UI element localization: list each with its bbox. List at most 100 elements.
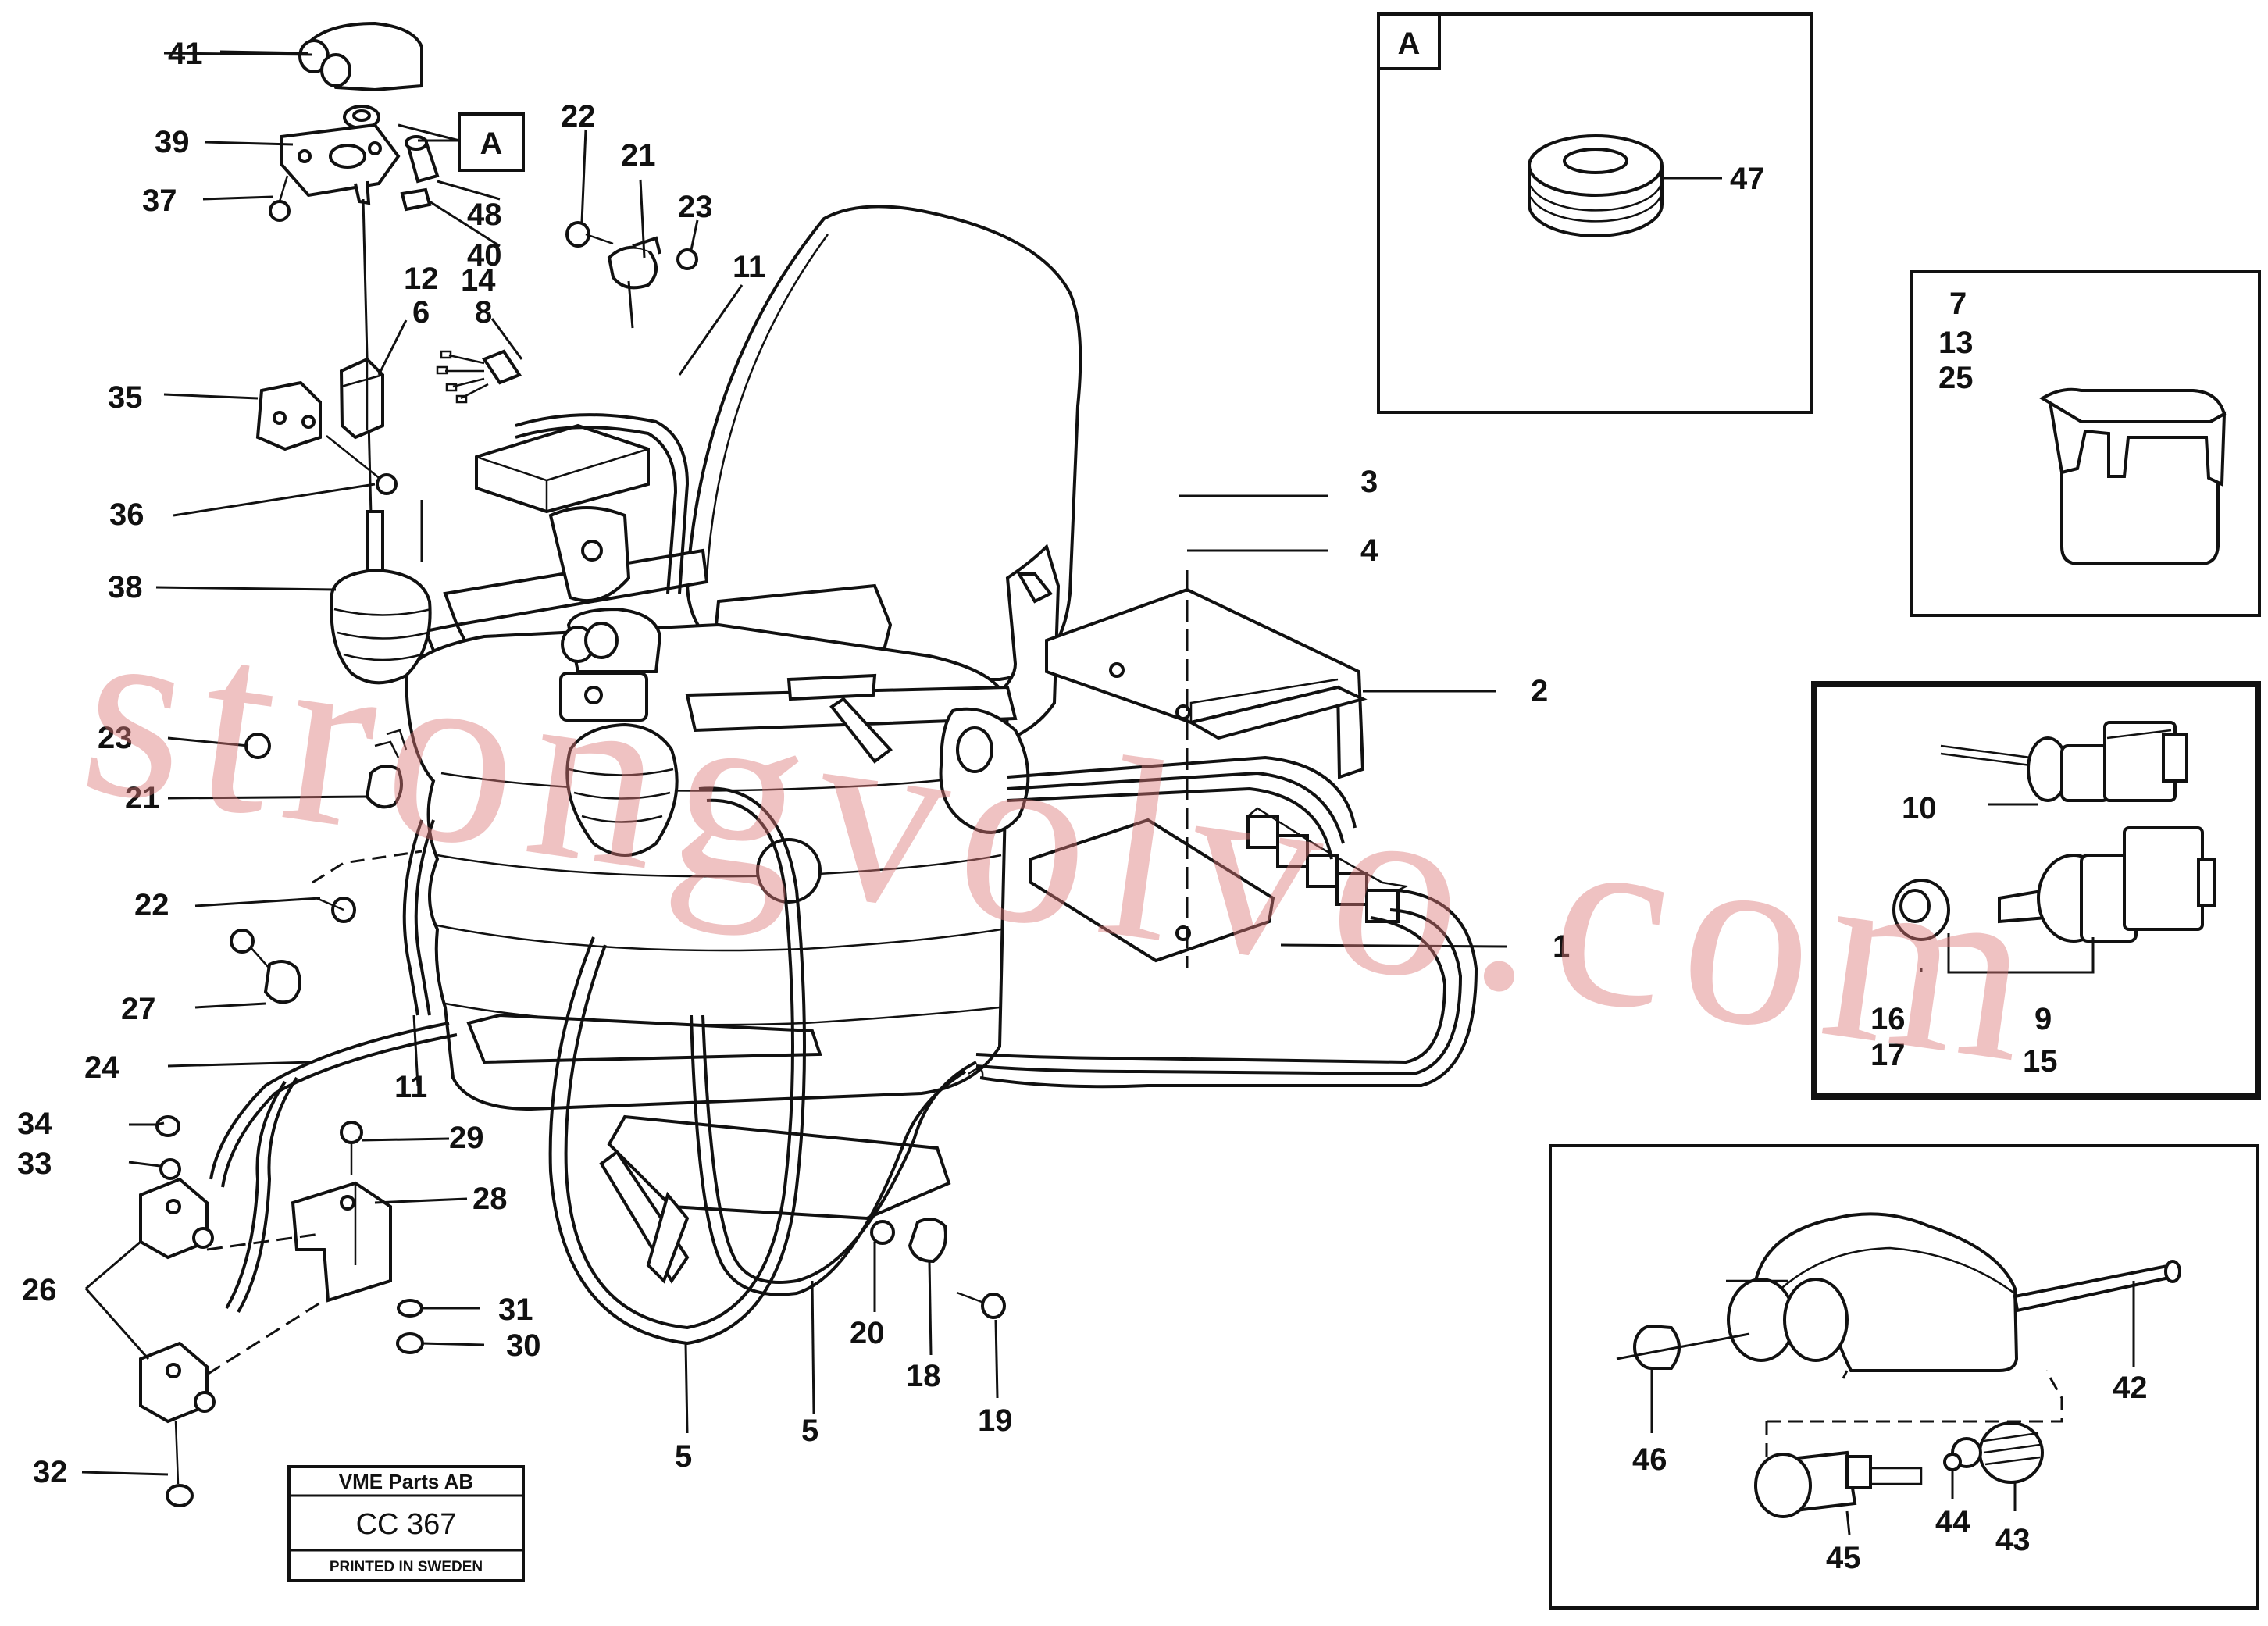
part-label-9: 9 bbox=[2034, 1002, 2052, 1036]
seat-base bbox=[466, 1013, 822, 1064]
inset-a-tag-box bbox=[1377, 12, 1441, 70]
part-label-22-mid: 22 bbox=[134, 888, 169, 922]
bolt-22-mid bbox=[316, 897, 356, 923]
rotary-switch-9 bbox=[1892, 826, 2216, 943]
part-label-37: 37 bbox=[142, 184, 177, 218]
part-label-36: 36 bbox=[109, 497, 144, 532]
title-block-printed: PRINTED IN SWEDEN bbox=[330, 1559, 483, 1575]
seat-assembly bbox=[404, 205, 1082, 1284]
title-block-company: VME Parts AB bbox=[339, 1470, 473, 1493]
part-label-34: 34 bbox=[17, 1107, 52, 1141]
part-label-14: 14 bbox=[461, 263, 496, 298]
sleeve-48 bbox=[405, 135, 440, 184]
part-label-3: 3 bbox=[1360, 465, 1378, 499]
part-labels: 1 2 3 4 5 5 6 7 8 9 10 11 11 12 13 14 15… bbox=[17, 37, 2148, 1575]
part-label-5-left: 5 bbox=[675, 1439, 692, 1474]
left-joystick-exploded bbox=[255, 21, 698, 685]
screw-19 bbox=[956, 1291, 1006, 1319]
part-label-21-top: 21 bbox=[621, 138, 656, 173]
part-label-22-top: 22 bbox=[561, 99, 596, 134]
part-label-11-bottom: 11 bbox=[394, 1070, 427, 1104]
clamp-21-mid bbox=[365, 729, 408, 809]
handle-41 bbox=[298, 21, 423, 92]
part-label-32: 32 bbox=[33, 1455, 68, 1489]
part-label-46: 46 bbox=[1632, 1442, 1667, 1477]
part-label-2: 2 bbox=[1531, 674, 1548, 708]
part-label-23-top: 23 bbox=[678, 190, 713, 224]
bolt-22-top bbox=[565, 221, 614, 248]
spring-40 bbox=[400, 187, 432, 212]
inset-joystick-head bbox=[1549, 1144, 2259, 1610]
screw-29 bbox=[340, 1121, 363, 1175]
part-label-30: 30 bbox=[506, 1328, 541, 1363]
clamp-27 bbox=[230, 929, 301, 1004]
part-label-47: 47 bbox=[1730, 162, 1765, 196]
part-label-26: 26 bbox=[22, 1273, 57, 1307]
part-label-6: 6 bbox=[412, 295, 430, 330]
part-label-25: 25 bbox=[1938, 361, 1974, 395]
part-label-19: 19 bbox=[978, 1403, 1013, 1438]
relay-7 bbox=[2039, 387, 2227, 565]
part-label-24: 24 bbox=[84, 1050, 119, 1085]
part-label-35: 35 bbox=[108, 380, 143, 415]
part-label-43: 43 bbox=[1995, 1523, 2031, 1557]
clamp-18 bbox=[908, 1218, 947, 1264]
console-bracket-2 bbox=[1029, 587, 1368, 963]
adjust-knob bbox=[939, 707, 1030, 834]
ref-a-box bbox=[458, 112, 525, 172]
nut-23-top bbox=[676, 248, 698, 270]
washer-31 bbox=[397, 1299, 423, 1318]
bushing-46 bbox=[1633, 1325, 1681, 1370]
inset-switches bbox=[1811, 681, 2261, 1100]
inset-joystick-frame bbox=[1549, 1144, 2259, 1610]
part-label-45: 45 bbox=[1826, 1541, 1861, 1575]
part-label-27: 27 bbox=[121, 992, 156, 1026]
inset-a-tag: A bbox=[1398, 27, 1421, 61]
part-label-48: 48 bbox=[467, 198, 502, 232]
left-lower-parts bbox=[139, 729, 424, 1507]
connector-8 bbox=[436, 349, 522, 404]
part-label-42: 42 bbox=[2113, 1371, 2148, 1405]
part-label-15: 15 bbox=[2023, 1044, 2058, 1079]
part-label-5-right: 5 bbox=[801, 1414, 818, 1448]
part-label-23-mid: 23 bbox=[98, 721, 133, 755]
part-label-41: 41 bbox=[168, 37, 203, 71]
part-label-40: 40 bbox=[467, 238, 502, 273]
bracket-35 bbox=[255, 380, 322, 451]
plate-39 bbox=[280, 123, 401, 205]
part-label-38: 38 bbox=[108, 570, 143, 604]
part-label-39: 39 bbox=[155, 125, 190, 159]
screw-42 bbox=[2013, 1260, 2181, 1313]
part-label-16: 16 bbox=[1870, 1002, 1906, 1036]
ref-a-text: A bbox=[480, 127, 503, 161]
inset-a: A bbox=[1377, 12, 1813, 414]
part-label-4: 4 bbox=[1360, 533, 1378, 568]
leader-lines bbox=[81, 50, 2038, 1535]
title-block-code: CC 367 bbox=[356, 1508, 457, 1541]
part-label-7: 7 bbox=[1949, 287, 1967, 321]
part-label-31: 31 bbox=[498, 1293, 533, 1327]
relay-bank bbox=[1246, 807, 1409, 923]
part-label-17: 17 bbox=[1870, 1038, 1906, 1072]
part-label-29: 29 bbox=[449, 1121, 484, 1155]
clamp-21-top bbox=[607, 236, 662, 290]
clip-6 bbox=[339, 357, 384, 440]
lower-center-parts bbox=[870, 1068, 1006, 1319]
toggle-switch-10 bbox=[1940, 721, 2188, 802]
part-label-8: 8 bbox=[475, 295, 492, 330]
title-block-frame bbox=[287, 1465, 525, 1582]
inset-relay bbox=[1910, 270, 2261, 617]
part-label-21-mid: 21 bbox=[125, 781, 160, 815]
screw-36 bbox=[326, 435, 398, 495]
screw-37 bbox=[269, 175, 291, 222]
part-label-18: 18 bbox=[906, 1359, 941, 1393]
nut-20 bbox=[870, 1220, 895, 1245]
spring-43 bbox=[1943, 1421, 2044, 1484]
joystick-head bbox=[1726, 1212, 2019, 1372]
title-block: VME Parts AB CC 367 PRINTED IN SWEDEN bbox=[287, 1465, 525, 1582]
switch-26-lower bbox=[139, 1341, 216, 1507]
grommet-47 bbox=[1528, 134, 1664, 237]
part-label-28: 28 bbox=[472, 1182, 508, 1216]
part-label-1: 1 bbox=[1553, 929, 1570, 964]
